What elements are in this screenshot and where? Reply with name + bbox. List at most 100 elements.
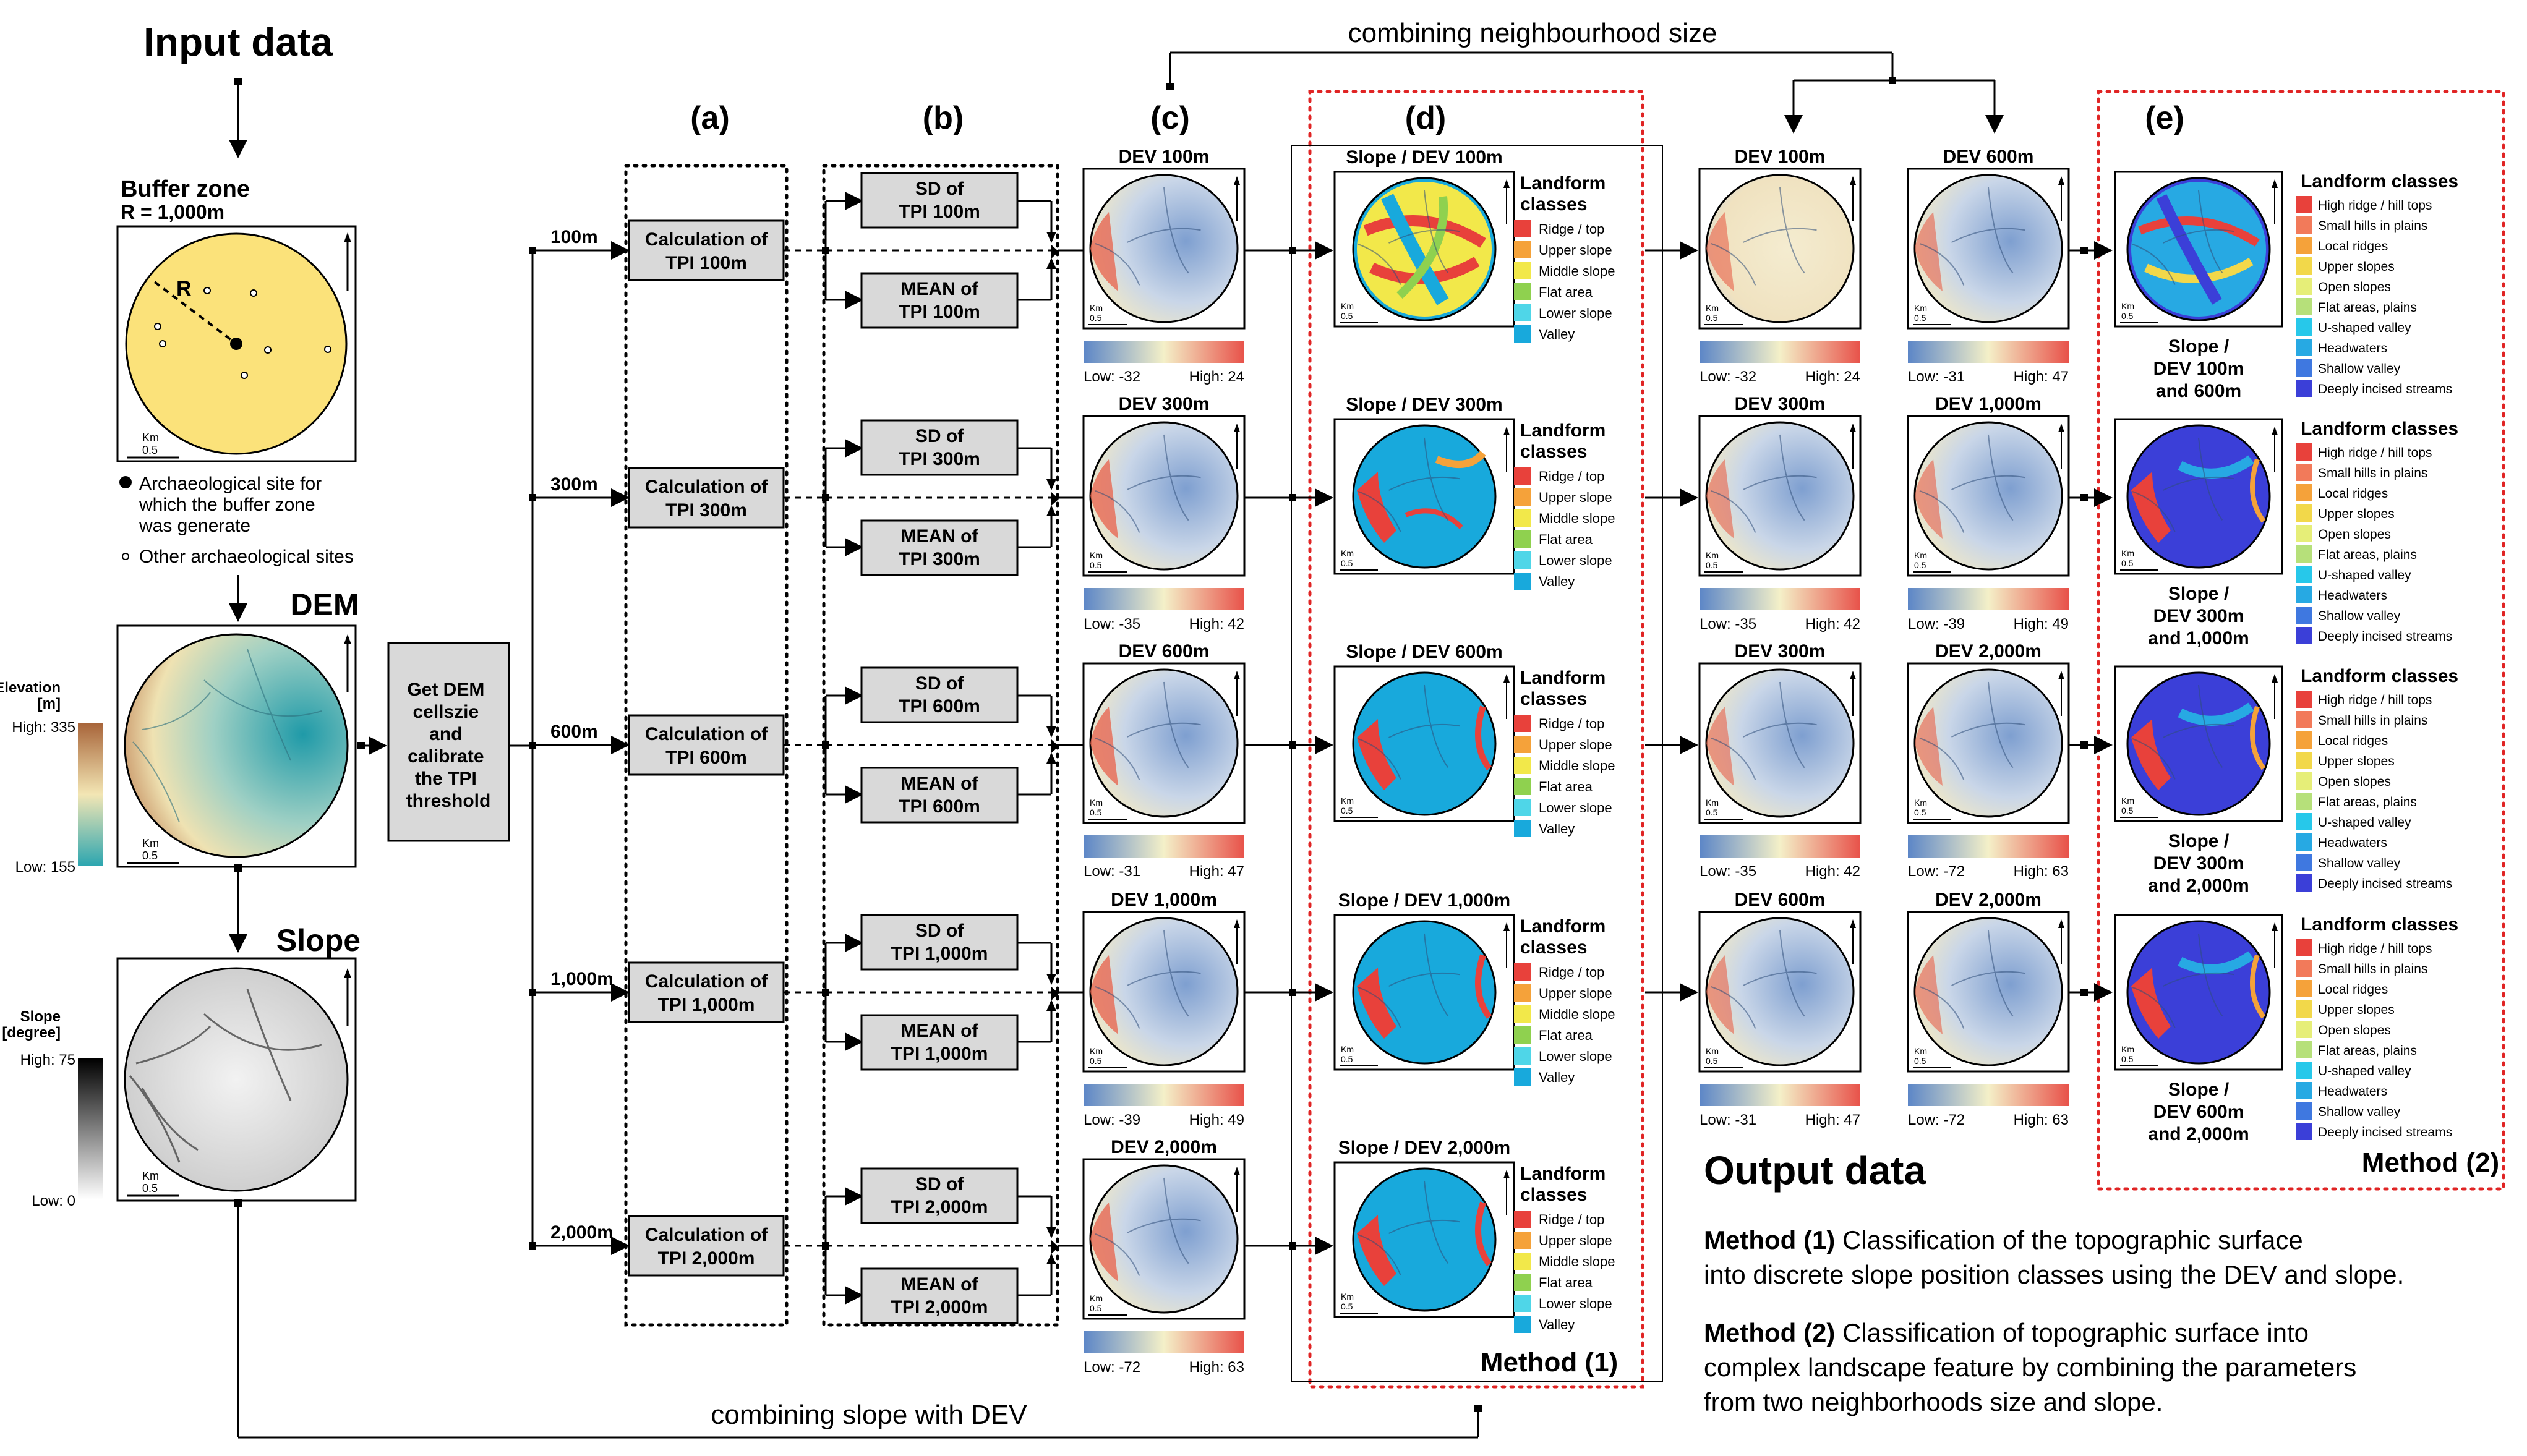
legend-swatch	[2296, 1082, 2312, 1099]
legend-swatch	[1514, 715, 1531, 732]
mean-tpi-line2: TPI 600m	[899, 796, 980, 817]
scale-value: 0.5	[1341, 558, 1353, 568]
legend-class-label: Deeply incised streams	[2318, 877, 2452, 891]
legend-class-label: U-shaped valley	[2318, 568, 2411, 582]
slope-legend-label: Slope	[20, 1008, 61, 1025]
radius-label: R	[176, 277, 192, 300]
legend-class-label: Middle slope	[1539, 263, 1615, 279]
dev-high: High: 63	[2014, 863, 2069, 880]
legend-class-label: Upper slopes	[2318, 1003, 2395, 1017]
svg-text:0.5: 0.5	[142, 444, 158, 456]
dev-high: High: 49	[2014, 616, 2069, 632]
legend-class-label: Open slopes	[2318, 280, 2391, 294]
scale-value: 0.5	[1341, 1054, 1353, 1064]
legend-class-label: High ridge / hill tops	[2318, 942, 2432, 956]
legend-swatch	[2296, 833, 2312, 851]
legend-swatch	[1514, 984, 1531, 1002]
scale-value: 0.5	[1090, 807, 1102, 817]
legend-swatch	[2296, 257, 2312, 275]
dev-color-ramp	[1908, 1084, 2069, 1106]
method2-right-title: DEV 2,000m	[1935, 641, 2042, 662]
legend-swatch	[2296, 793, 2312, 810]
legend-class-label: Upper slopes	[2318, 260, 2395, 274]
sd-tpi-box	[860, 419, 1019, 476]
scale-unit: Km	[1914, 550, 1927, 560]
method2-map	[2114, 418, 2283, 575]
legend-class-label: Flat area	[1539, 1275, 1593, 1290]
legend-class-label: Local ridges	[2318, 734, 2388, 748]
sd-tpi-line1: SD of	[915, 673, 964, 694]
legend-swatch	[1514, 736, 1531, 753]
elevation-high: High: 335	[12, 719, 75, 736]
legend-swatch	[1514, 1232, 1531, 1249]
legend-swatch	[1514, 799, 1531, 816]
scale-value: 0.5	[2121, 558, 2134, 568]
legend-class-label: Ridge / top	[1539, 469, 1604, 484]
dev-low: Low: -72	[1908, 863, 1965, 880]
scale-unit: Km	[1706, 303, 1719, 313]
legend-class-label: Middle slope	[1539, 1254, 1615, 1269]
dev-low: Low: -32	[1084, 368, 1140, 385]
calc-tpi-line2: TPI 100m	[665, 253, 747, 273]
legend-swatch	[2296, 939, 2312, 956]
legend-swatch	[1514, 262, 1531, 279]
method2-right-title: DEV 2,000m	[1935, 890, 2042, 910]
scale-value: 0.5	[1706, 560, 1718, 570]
legend-class-label: Middle slope	[1539, 758, 1615, 773]
method2-legend-title: Landform classes	[2301, 666, 2458, 686]
method1-panel-title: Slope / DEV 600m	[1346, 642, 1502, 662]
calc-tpi-box	[628, 467, 785, 529]
mean-tpi-line1: MEAN of	[901, 526, 979, 547]
legend-class-label: Headwaters	[2318, 341, 2387, 355]
slope-high: High: 75	[20, 1052, 75, 1068]
legend-class-label: Upper slopes	[2318, 754, 2395, 768]
scale-value: 0.5	[1341, 1301, 1353, 1311]
legend-swatch	[2296, 752, 2312, 769]
legend-class-label: Headwaters	[2318, 1084, 2387, 1099]
dev-color-ramp	[1700, 341, 1860, 363]
legend-swatch	[2296, 339, 2312, 356]
sd-tpi-line2: TPI 1,000m	[891, 943, 988, 964]
neighbourhood-label: 600m	[550, 722, 598, 742]
dev-panel-map	[1082, 168, 1246, 330]
slope-legend-unit: [degree]	[2, 1024, 61, 1041]
method2-left-map	[1698, 168, 1862, 330]
legend-swatch	[1514, 241, 1531, 258]
legend-swatch	[2296, 237, 2312, 254]
legend-swatch	[1514, 325, 1531, 343]
mean-tpi-line1: MEAN of	[901, 1274, 979, 1295]
scale-value: 0.5	[1914, 1056, 1926, 1066]
legend-class-label: Upper slope	[1539, 737, 1612, 752]
dev-color-ramp	[1084, 835, 1244, 858]
legend-swatch	[1514, 551, 1531, 569]
legend-class-label: Lower slope	[1539, 800, 1612, 815]
sd-tpi-box	[860, 914, 1019, 971]
scale-value: 0.5	[1090, 313, 1102, 323]
legend-class-label: Shallow valley	[2318, 1105, 2401, 1119]
scale-value: 0.5	[1090, 1303, 1102, 1313]
north-arrow-icon	[344, 232, 351, 291]
legend-class-label: Local ridges	[2318, 487, 2388, 501]
legend-class-label: Small hills in plains	[2318, 466, 2427, 480]
scale-unit: Km	[1914, 798, 1927, 807]
scale-unit: Km	[1341, 1044, 1354, 1054]
column-a-label: (a)	[690, 100, 730, 136]
scale-value: 0.5	[2121, 806, 2134, 815]
legend-swatch	[1514, 757, 1531, 774]
scale-unit: Km	[1341, 1292, 1354, 1301]
mean-tpi-box	[860, 767, 1019, 824]
svg-text:Km: Km	[142, 432, 159, 444]
method2-left-title: DEV 100m	[1735, 147, 1826, 167]
legend-class-label: Flat area	[1539, 532, 1593, 547]
legend-swatch	[2296, 586, 2312, 603]
legend-swatch	[2296, 1021, 2312, 1038]
legend-class-label: Upper slope	[1539, 1233, 1612, 1248]
method2-caption: DEV 600m	[2153, 1102, 2244, 1122]
mean-tpi-box	[860, 519, 1019, 576]
legend-swatch	[2296, 731, 2312, 749]
method2-right-map	[1907, 415, 2070, 577]
legend-swatch	[2296, 711, 2312, 728]
legend-site: Archaeological site for which the buffer…	[139, 474, 327, 536]
legend-class-label: Middle slope	[1539, 511, 1615, 526]
legend-class-label: Valley	[1539, 1070, 1575, 1085]
